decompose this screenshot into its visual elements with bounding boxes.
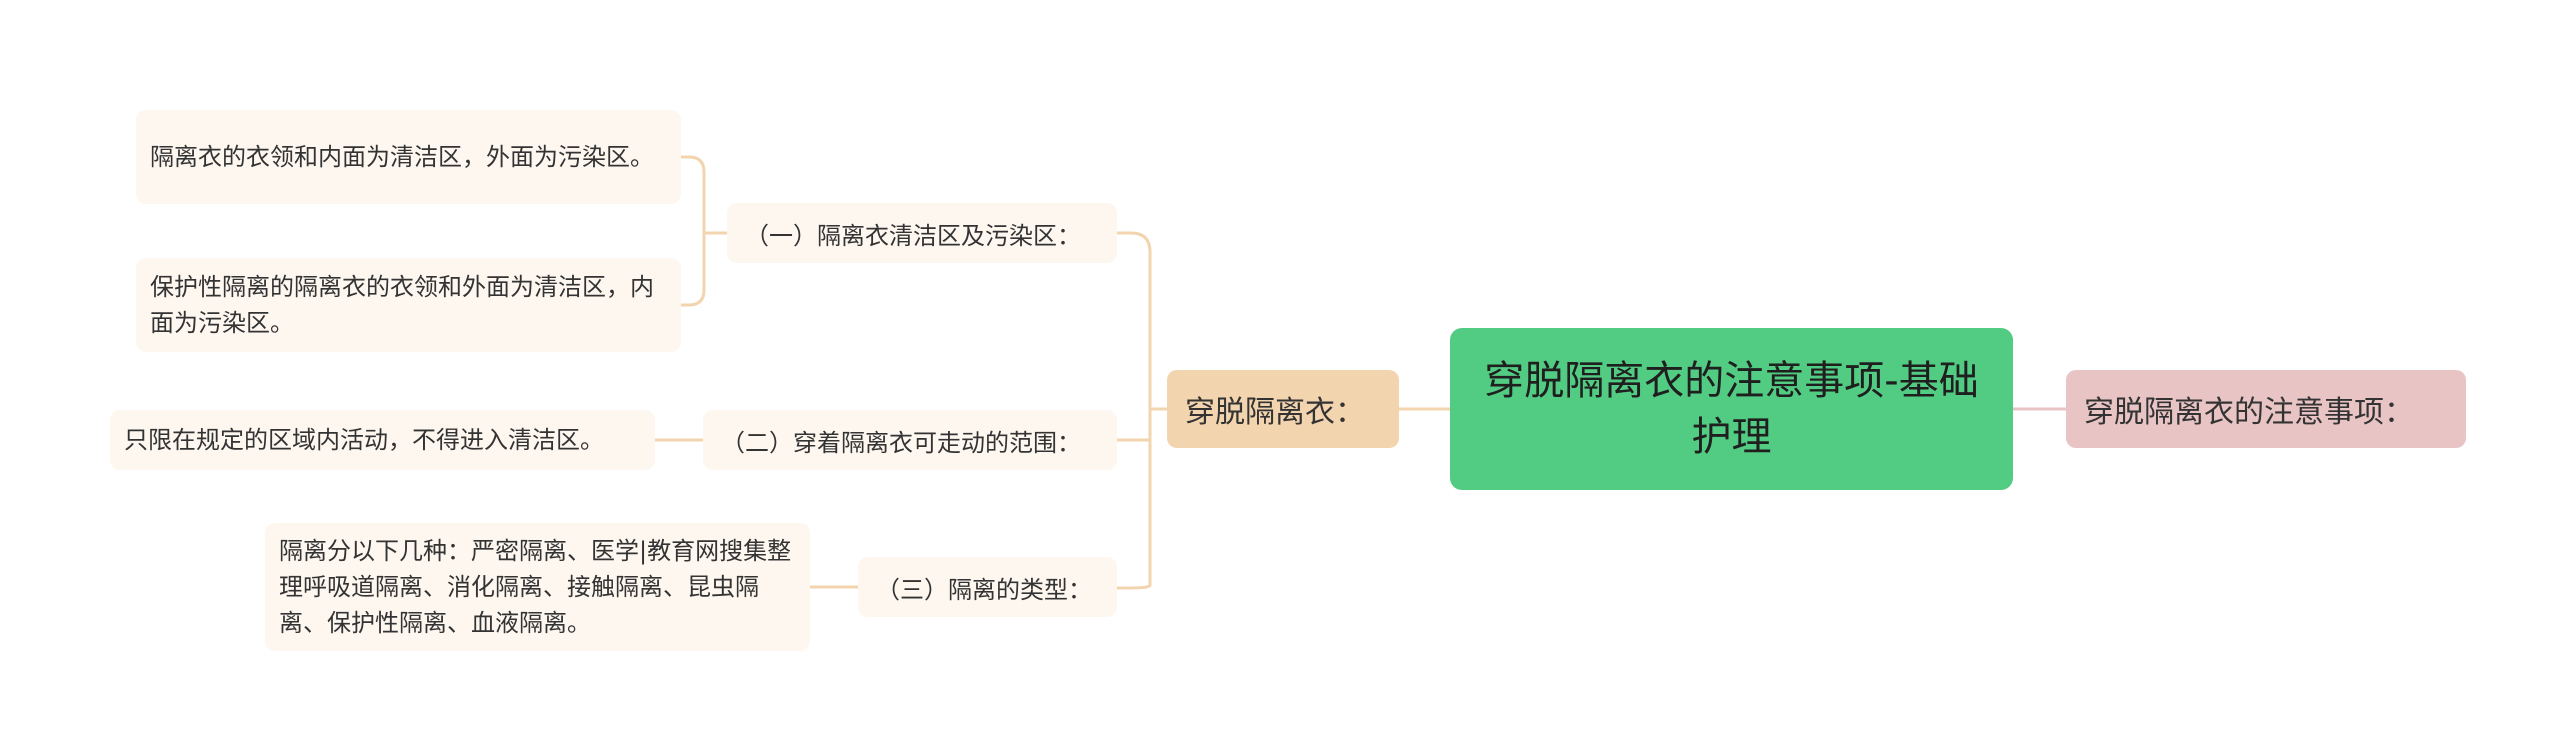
leaf-text: 隔离分以下几种：严密隔离、医学|教育网搜集整理呼吸道隔离、消化隔离、接触隔离、昆… [279,537,792,637]
leaf-text: 只限在规定的区域内活动，不得进入清洁区。 [124,426,604,454]
branch-right-label: 穿脱隔离衣的注意事项： [2084,395,2414,430]
subtopic-label: （二）穿着隔离衣可走动的范围： [721,428,1081,457]
leaf-protective-isolation[interactable]: 保护性隔离的隔离衣的衣领和外面为清洁区，内面为污染区。 [136,258,681,352]
subtopic-label: （一）隔离衣清洁区及污染区： [745,221,1081,250]
root-topic-label: 穿脱隔离衣的注意事项-基础护理 [1484,358,1979,460]
subtopic-isolation-types[interactable]: （三）隔离的类型： [858,557,1117,617]
connector-subtopic-1-leaves [681,155,727,307]
subtopic-clean-zone[interactable]: （一）隔离衣清洁区及污染区： [727,203,1117,263]
subtopic-label: （三）隔离的类型： [876,575,1092,604]
subtopic-walking-range[interactable]: （二）穿着隔离衣可走动的范围： [703,410,1117,470]
root-topic[interactable]: 穿脱隔离衣的注意事项-基础护理 [1450,328,2013,490]
branch-left-label: 穿脱隔离衣： [1185,395,1365,430]
branch-right[interactable]: 穿脱隔离衣的注意事项： [2066,370,2466,448]
leaf-text: 隔离衣的衣领和内面为清洁区，外面为污染区。 [150,143,654,171]
leaf-isolation-kinds[interactable]: 隔离分以下几种：严密隔离、医学|教育网搜集整理呼吸道隔离、消化隔离、接触隔离、昆… [265,523,810,651]
leaf-collar-inner-clean[interactable]: 隔离衣的衣领和内面为清洁区，外面为污染区。 [136,110,681,204]
branch-left[interactable]: 穿脱隔离衣： [1167,370,1399,448]
leaf-text: 保护性隔离的隔离衣的衣领和外面为清洁区，内面为污染区。 [150,273,654,337]
leaf-area-restriction[interactable]: 只限在规定的区域内活动，不得进入清洁区。 [110,410,655,470]
connector-left-branch-subtopics [1117,231,1167,590]
